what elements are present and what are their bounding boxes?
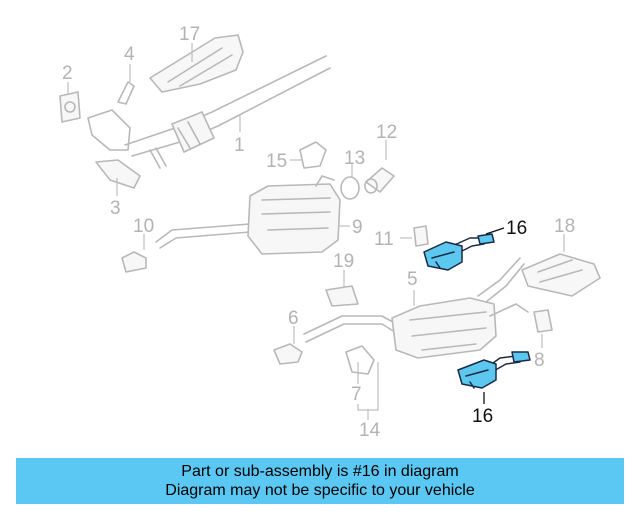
part-18-heat-shield [521,253,601,297]
callout-6: 6 [288,308,299,329]
callout-3: 3 [110,198,121,219]
exhaust-parts-diagram: 17 2 4 1 3 15 13 12 [59,24,601,441]
part-8-mount [533,309,553,333]
callout-5: 5 [407,269,418,290]
callout-11: 11 [374,229,394,250]
part-12-tail-tip [364,167,395,194]
banner-line-1: Part or sub-assembly is #16 in diagram [181,463,459,480]
callout-2: 2 [62,63,73,84]
part-1-front-pipe [87,55,331,169]
part-10-hanger [121,251,147,273]
banner-line-2: Diagram may not be specific to your vehi… [165,482,475,499]
callout-17: 17 [179,24,200,45]
part-3-flange [95,159,141,189]
callout-18: 18 [554,216,575,237]
callout-16-upper: 16 [506,218,527,239]
callout-7: 7 [351,384,362,405]
callout-16-lower: 16 [472,406,493,427]
callout-1: 1 [234,135,245,156]
part-15-hanger [299,141,327,169]
part-17-heat-shield [149,34,244,93]
part-9-muffler [155,175,341,255]
callout-14: 14 [359,420,381,441]
callout-10: 10 [133,216,154,237]
part-16-muffler-upper [423,233,495,271]
callout-9: 9 [352,217,363,238]
part-5-rear-muffler [303,257,529,359]
callout-15: 15 [266,151,287,172]
part-11-mount [413,225,429,247]
part-4-bracket [117,81,135,105]
callout-13: 13 [344,148,365,169]
part-7-bracket [345,345,375,375]
part-16-muffler-lower [457,351,531,389]
callout-8: 8 [534,350,545,371]
part-13-clamp [340,176,360,200]
part-19-plate [325,285,359,307]
part-2-gasket [59,91,81,123]
info-banner: Part or sub-assembly is #16 in diagram D… [16,458,624,504]
callout-19: 19 [333,251,354,272]
callout-12: 12 [376,122,397,143]
callout-4: 4 [124,44,135,65]
part-6-hanger [273,343,303,365]
